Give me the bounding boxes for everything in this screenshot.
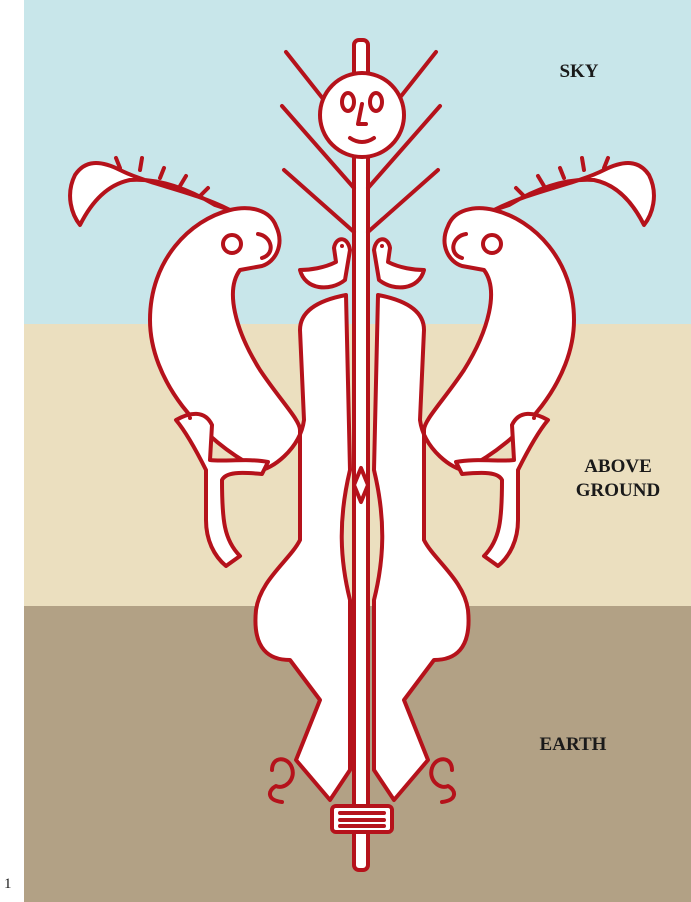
tree-base-icon	[332, 806, 392, 832]
right-lower-bird-icon	[431, 759, 454, 802]
world-tree-trunk	[354, 40, 368, 870]
left-bird-icon	[300, 239, 350, 287]
sun-face-icon	[320, 73, 404, 157]
figure-number: 1	[4, 876, 12, 893]
left-lower-bird-icon	[270, 759, 293, 802]
above-ground-label: ABOVE GROUND	[548, 455, 688, 503]
earth-label: EARTH	[518, 733, 628, 757]
right-bird-icon	[374, 239, 424, 287]
sky-label: SKY	[539, 60, 619, 84]
